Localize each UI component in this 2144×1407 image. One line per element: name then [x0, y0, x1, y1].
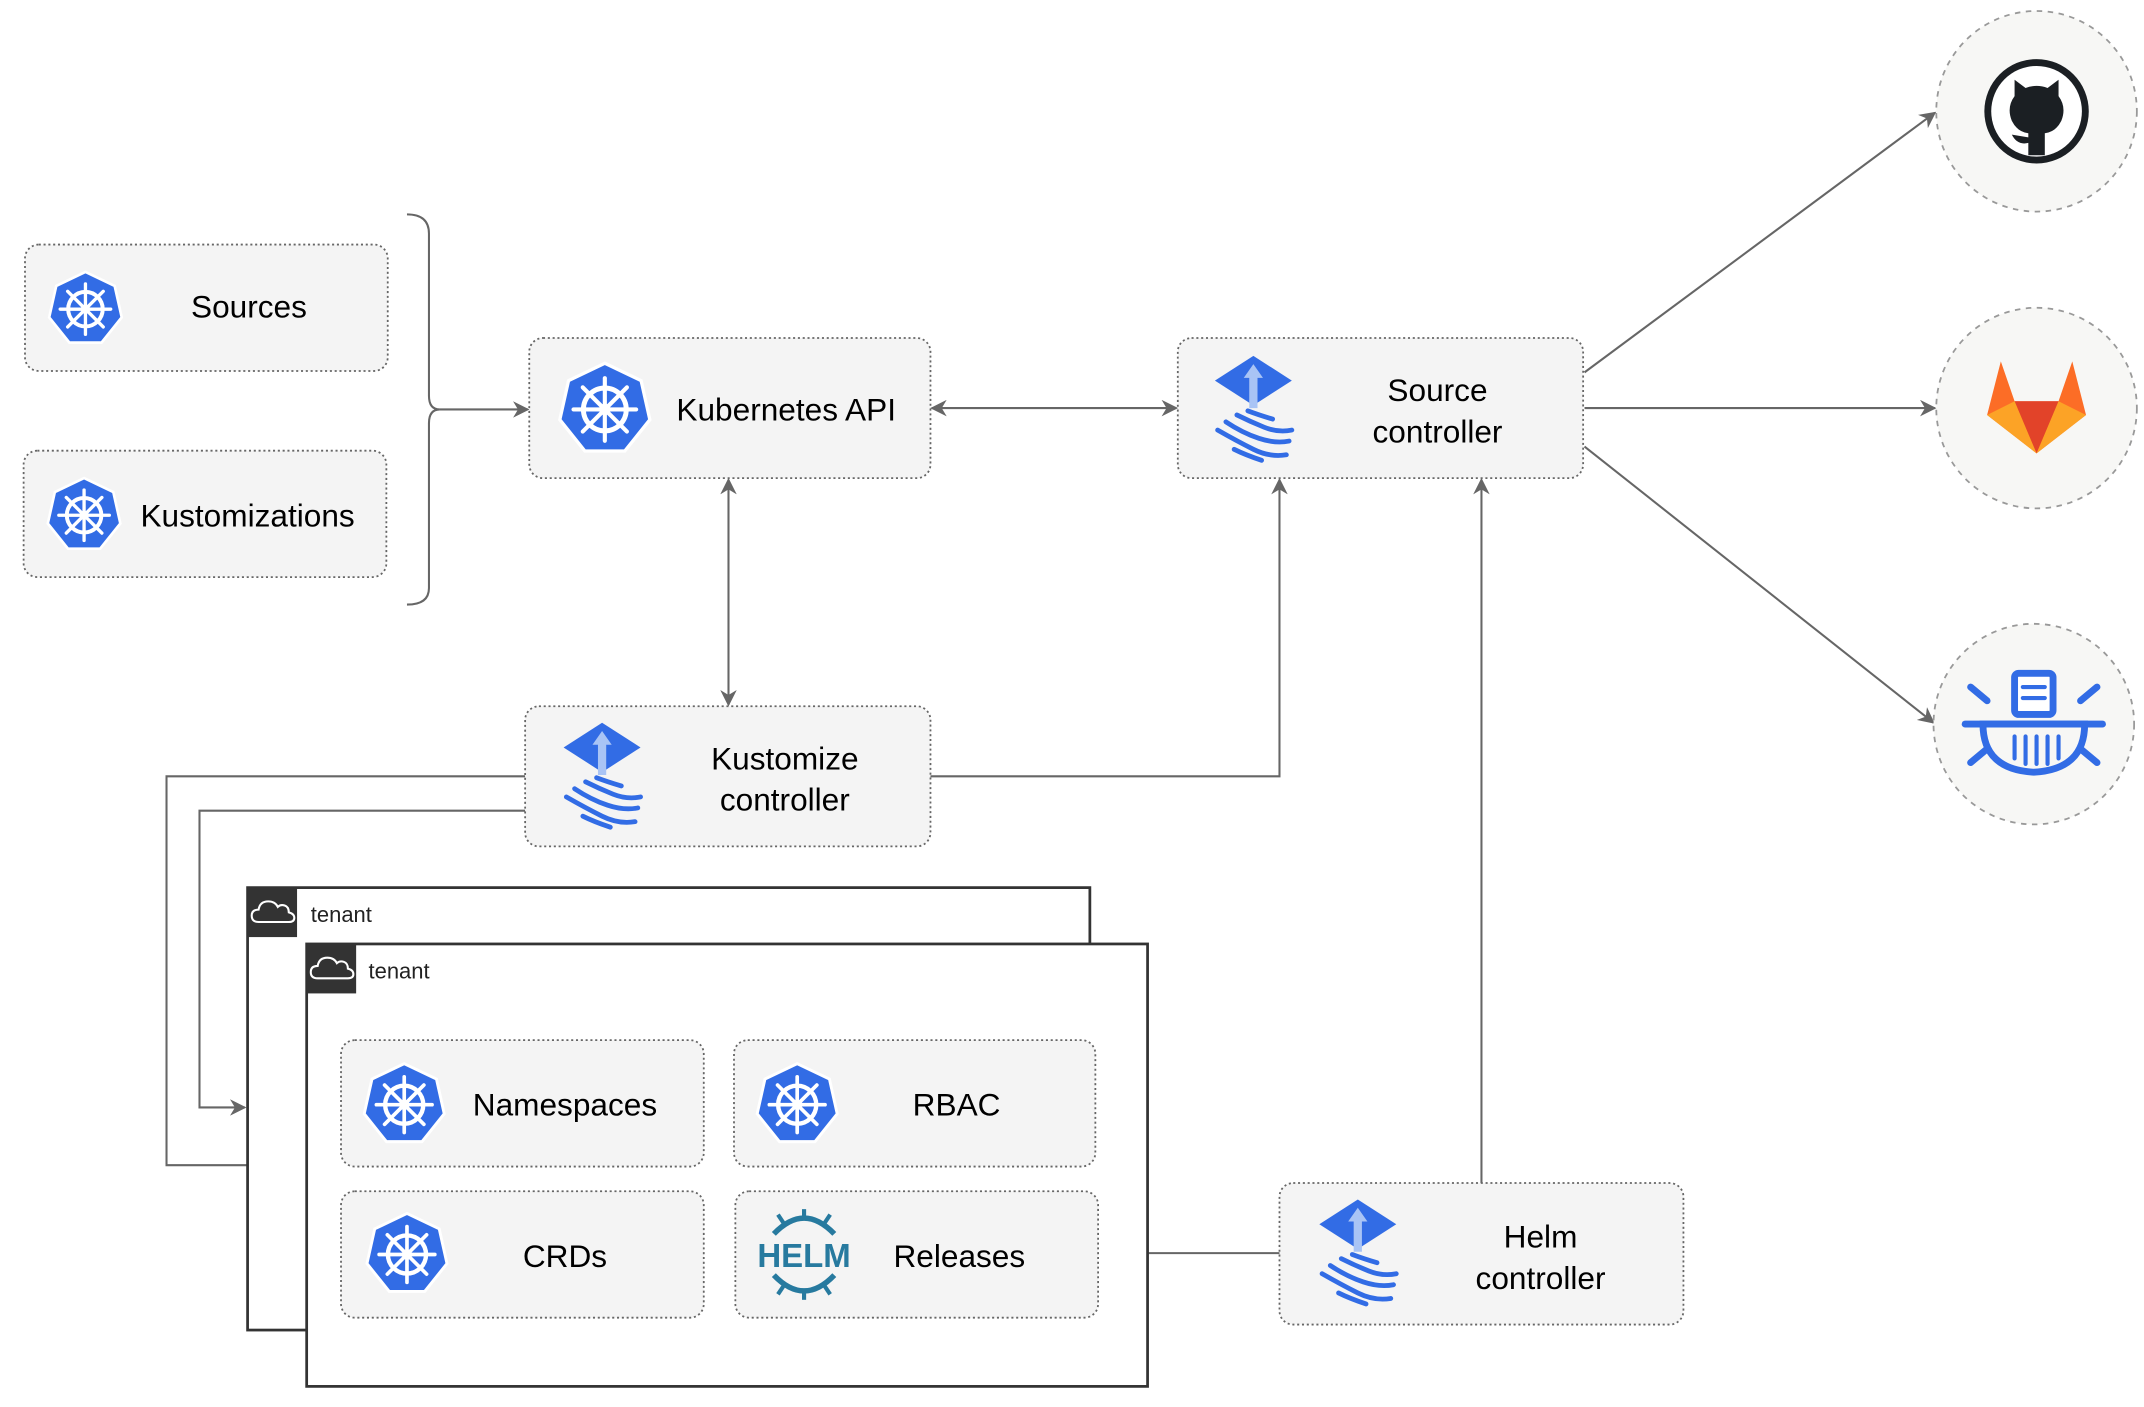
namespaces-label: Namespaces — [473, 1087, 657, 1123]
tenant-label: tenant — [311, 902, 372, 927]
kustomize-controller-label-1: Kustomize — [711, 740, 858, 776]
edge-source-to-github — [1583, 111, 1937, 374]
releases-label: Releases — [893, 1238, 1025, 1274]
github-icon — [1984, 59, 2089, 164]
node-source-controller[interactable]: Source controller — [1176, 337, 1585, 480]
helm-icon: HELM — [757, 1209, 851, 1300]
kubernetes-api-label: Kubernetes API — [676, 391, 896, 427]
helm-controller-label-1: Helm — [1504, 1219, 1578, 1255]
node-helm-controller[interactable]: Helm controller — [1278, 1182, 1685, 1326]
kustomize-controller-label-2: controller — [720, 782, 850, 818]
tenant-label: tenant — [369, 958, 430, 983]
github-node[interactable] — [1935, 10, 2138, 213]
edge-source-to-bucket — [1583, 445, 1935, 724]
rbac-label: RBAC — [913, 1087, 1001, 1123]
node-kustomizations[interactable]: Kustomizations — [22, 449, 388, 578]
edge-kustomize-to-tenant-front — [165, 775, 526, 1174]
node-kubernetes-api[interactable]: Kubernetes API — [528, 337, 932, 480]
gitlab-icon — [1987, 361, 2087, 454]
sources-label: Sources — [191, 288, 307, 324]
helm-controller-label-2: controller — [1476, 1260, 1606, 1296]
node-rbac[interactable]: RBAC — [733, 1039, 1097, 1168]
brace — [406, 213, 441, 606]
edge-kustomize-to-source — [930, 477, 1288, 778]
source-controller-label-1: Source — [1387, 372, 1487, 408]
gitlab-node[interactable] — [1935, 306, 2138, 510]
bucket-icon — [1961, 669, 2106, 776]
node-namespaces[interactable]: Namespaces — [340, 1039, 705, 1168]
node-kustomize-controller[interactable]: Kustomize controller — [524, 705, 932, 848]
source-controller-label-2: controller — [1373, 413, 1503, 449]
edge-kustomize-to-tenant-back — [198, 809, 526, 1116]
node-crds[interactable]: CRDs — [340, 1190, 705, 1319]
edges — [165, 111, 1937, 1262]
kustomizations-label: Kustomizations — [140, 497, 354, 533]
helm-logo-text: HELM — [757, 1237, 850, 1274]
crds-label: CRDs — [523, 1238, 607, 1274]
node-releases[interactable]: HELM Releases — [734, 1190, 1099, 1319]
node-sources[interactable]: Sources — [24, 243, 389, 372]
bucket-node[interactable] — [1932, 622, 2136, 826]
